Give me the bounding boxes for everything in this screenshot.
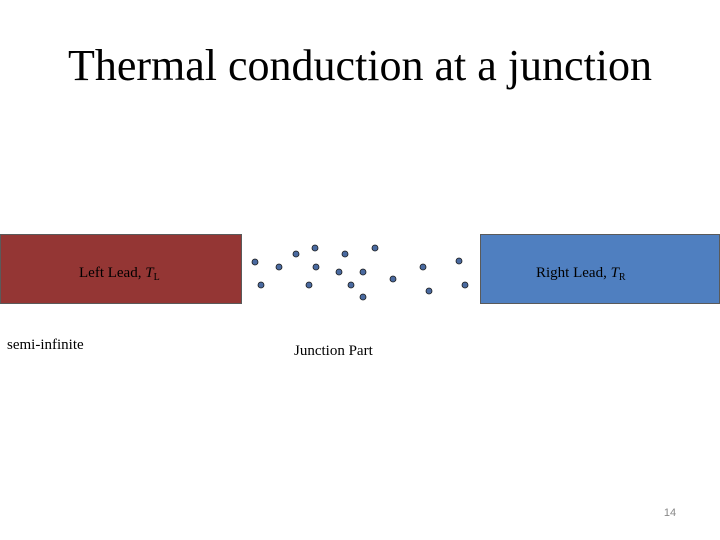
atom-dot: [252, 259, 258, 265]
atom-dot: [306, 282, 312, 288]
atom-dot: [293, 251, 299, 257]
atom-dot: [462, 282, 468, 288]
page-number: 14: [650, 507, 690, 519]
atom-dot: [426, 288, 432, 294]
atom-dot: [372, 245, 378, 251]
atom-dot: [342, 251, 348, 257]
atom-dot: [276, 264, 282, 270]
semi-infinite-note: semi-infinite: [7, 337, 84, 354]
atom-dot: [456, 258, 462, 264]
atom-dot: [420, 264, 426, 270]
atom-dot: [360, 294, 366, 300]
atom-dot: [313, 264, 319, 270]
junction-part-label: Junction Part: [294, 343, 373, 360]
atom-dot: [312, 245, 318, 251]
atom-dot: [360, 269, 366, 275]
atom-dot: [336, 269, 342, 275]
atom-dot: [348, 282, 354, 288]
atom-dot: [390, 276, 396, 282]
atom-dot: [258, 282, 264, 288]
